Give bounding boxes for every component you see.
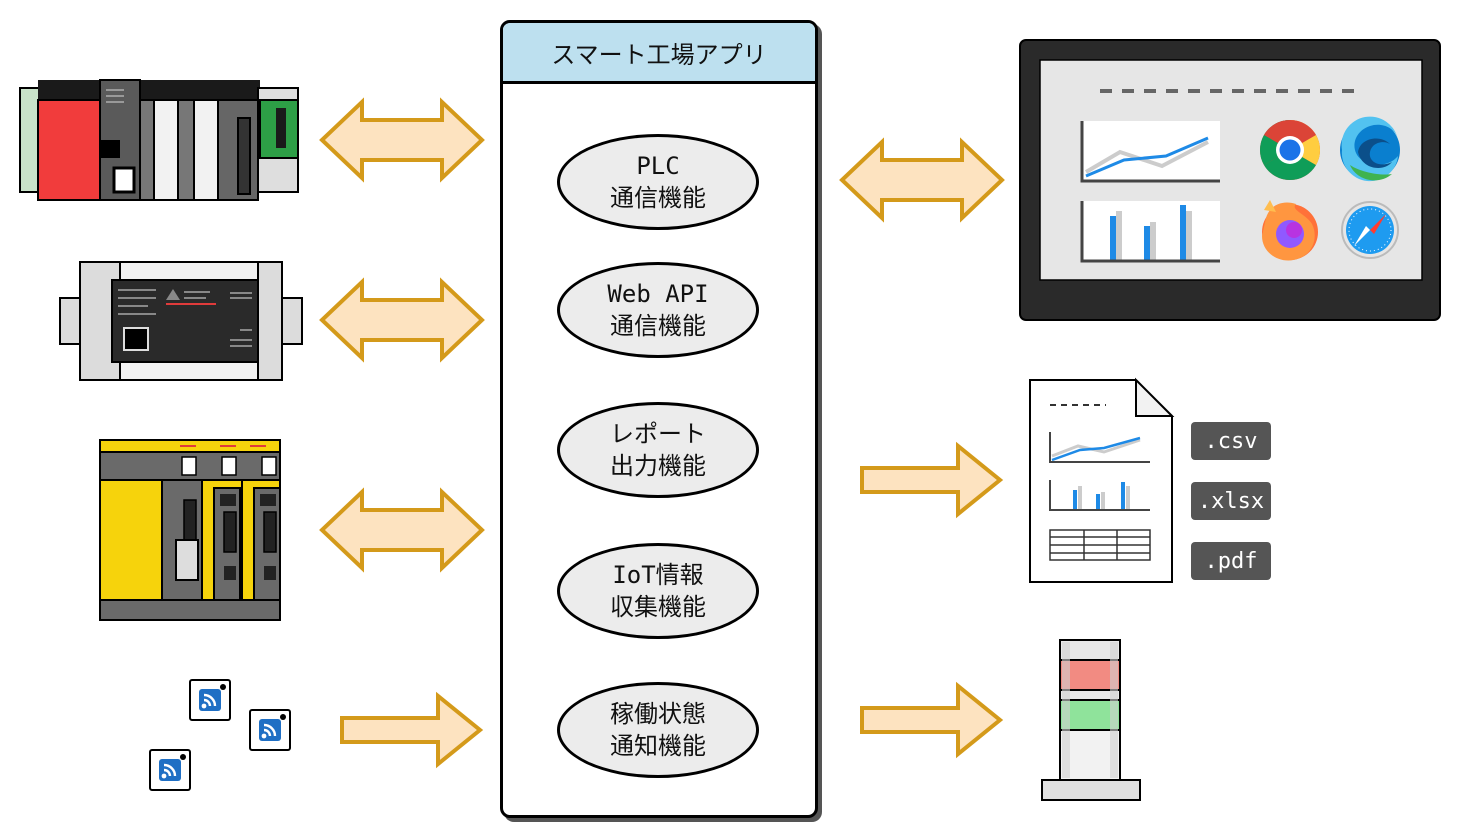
function-label-line1: Web API (607, 280, 709, 308)
monitor-dashboard-icon (1019, 39, 1441, 321)
function-label-line2: 出力機能 (610, 452, 706, 480)
function-label-line2: 通信機能 (610, 312, 706, 340)
firefox-icon (1262, 200, 1318, 261)
pdf-format-badge: .pdf (1191, 542, 1271, 580)
xlsx-format-badge: .xlsx (1191, 482, 1271, 520)
iot-sensor-icon (148, 678, 292, 792)
csv-format-badge: .csv (1191, 422, 1271, 460)
edge-icon (1340, 116, 1400, 182)
bidirectional-arrow-icon (320, 100, 484, 180)
bidirectional-arrow-icon (320, 280, 484, 360)
bidirectional-arrow-icon (320, 490, 484, 570)
bidirectional-arrow-icon (840, 140, 1004, 220)
right-arrow-icon (340, 694, 482, 766)
iot-collection-function: IoT情報 収集機能 (557, 543, 759, 639)
function-label-line2: 通知機能 (610, 732, 706, 760)
plc-rack-red-icon (19, 79, 299, 201)
function-label-line2: 通信機能 (610, 184, 706, 212)
safari-icon (1341, 201, 1399, 259)
controller-display-icon (59, 261, 303, 381)
web-api-communication-function: Web API 通信機能 (557, 262, 759, 358)
plc-communication-function: PLC 通信機能 (557, 134, 759, 230)
chrome-icon (1259, 119, 1321, 181)
plc-rack-yellow-icon (99, 439, 281, 621)
status-notification-function: 稼働状態 通知機能 (557, 682, 759, 778)
signal-tower-icon (1041, 639, 1141, 801)
function-label-line1: 稼働状態 (610, 700, 706, 728)
function-label-line1: レポート (610, 420, 706, 448)
right-arrow-icon (860, 444, 1002, 516)
report-document-icon (1029, 377, 1175, 583)
function-label-line1: PLC (636, 152, 680, 180)
right-arrow-icon (860, 684, 1002, 756)
report-output-function: レポート 出力機能 (557, 402, 759, 498)
function-label-line2: 収集機能 (610, 593, 706, 621)
app-title: スマート工場アプリ (503, 23, 815, 84)
function-label-line1: IoT情報 (612, 561, 704, 589)
